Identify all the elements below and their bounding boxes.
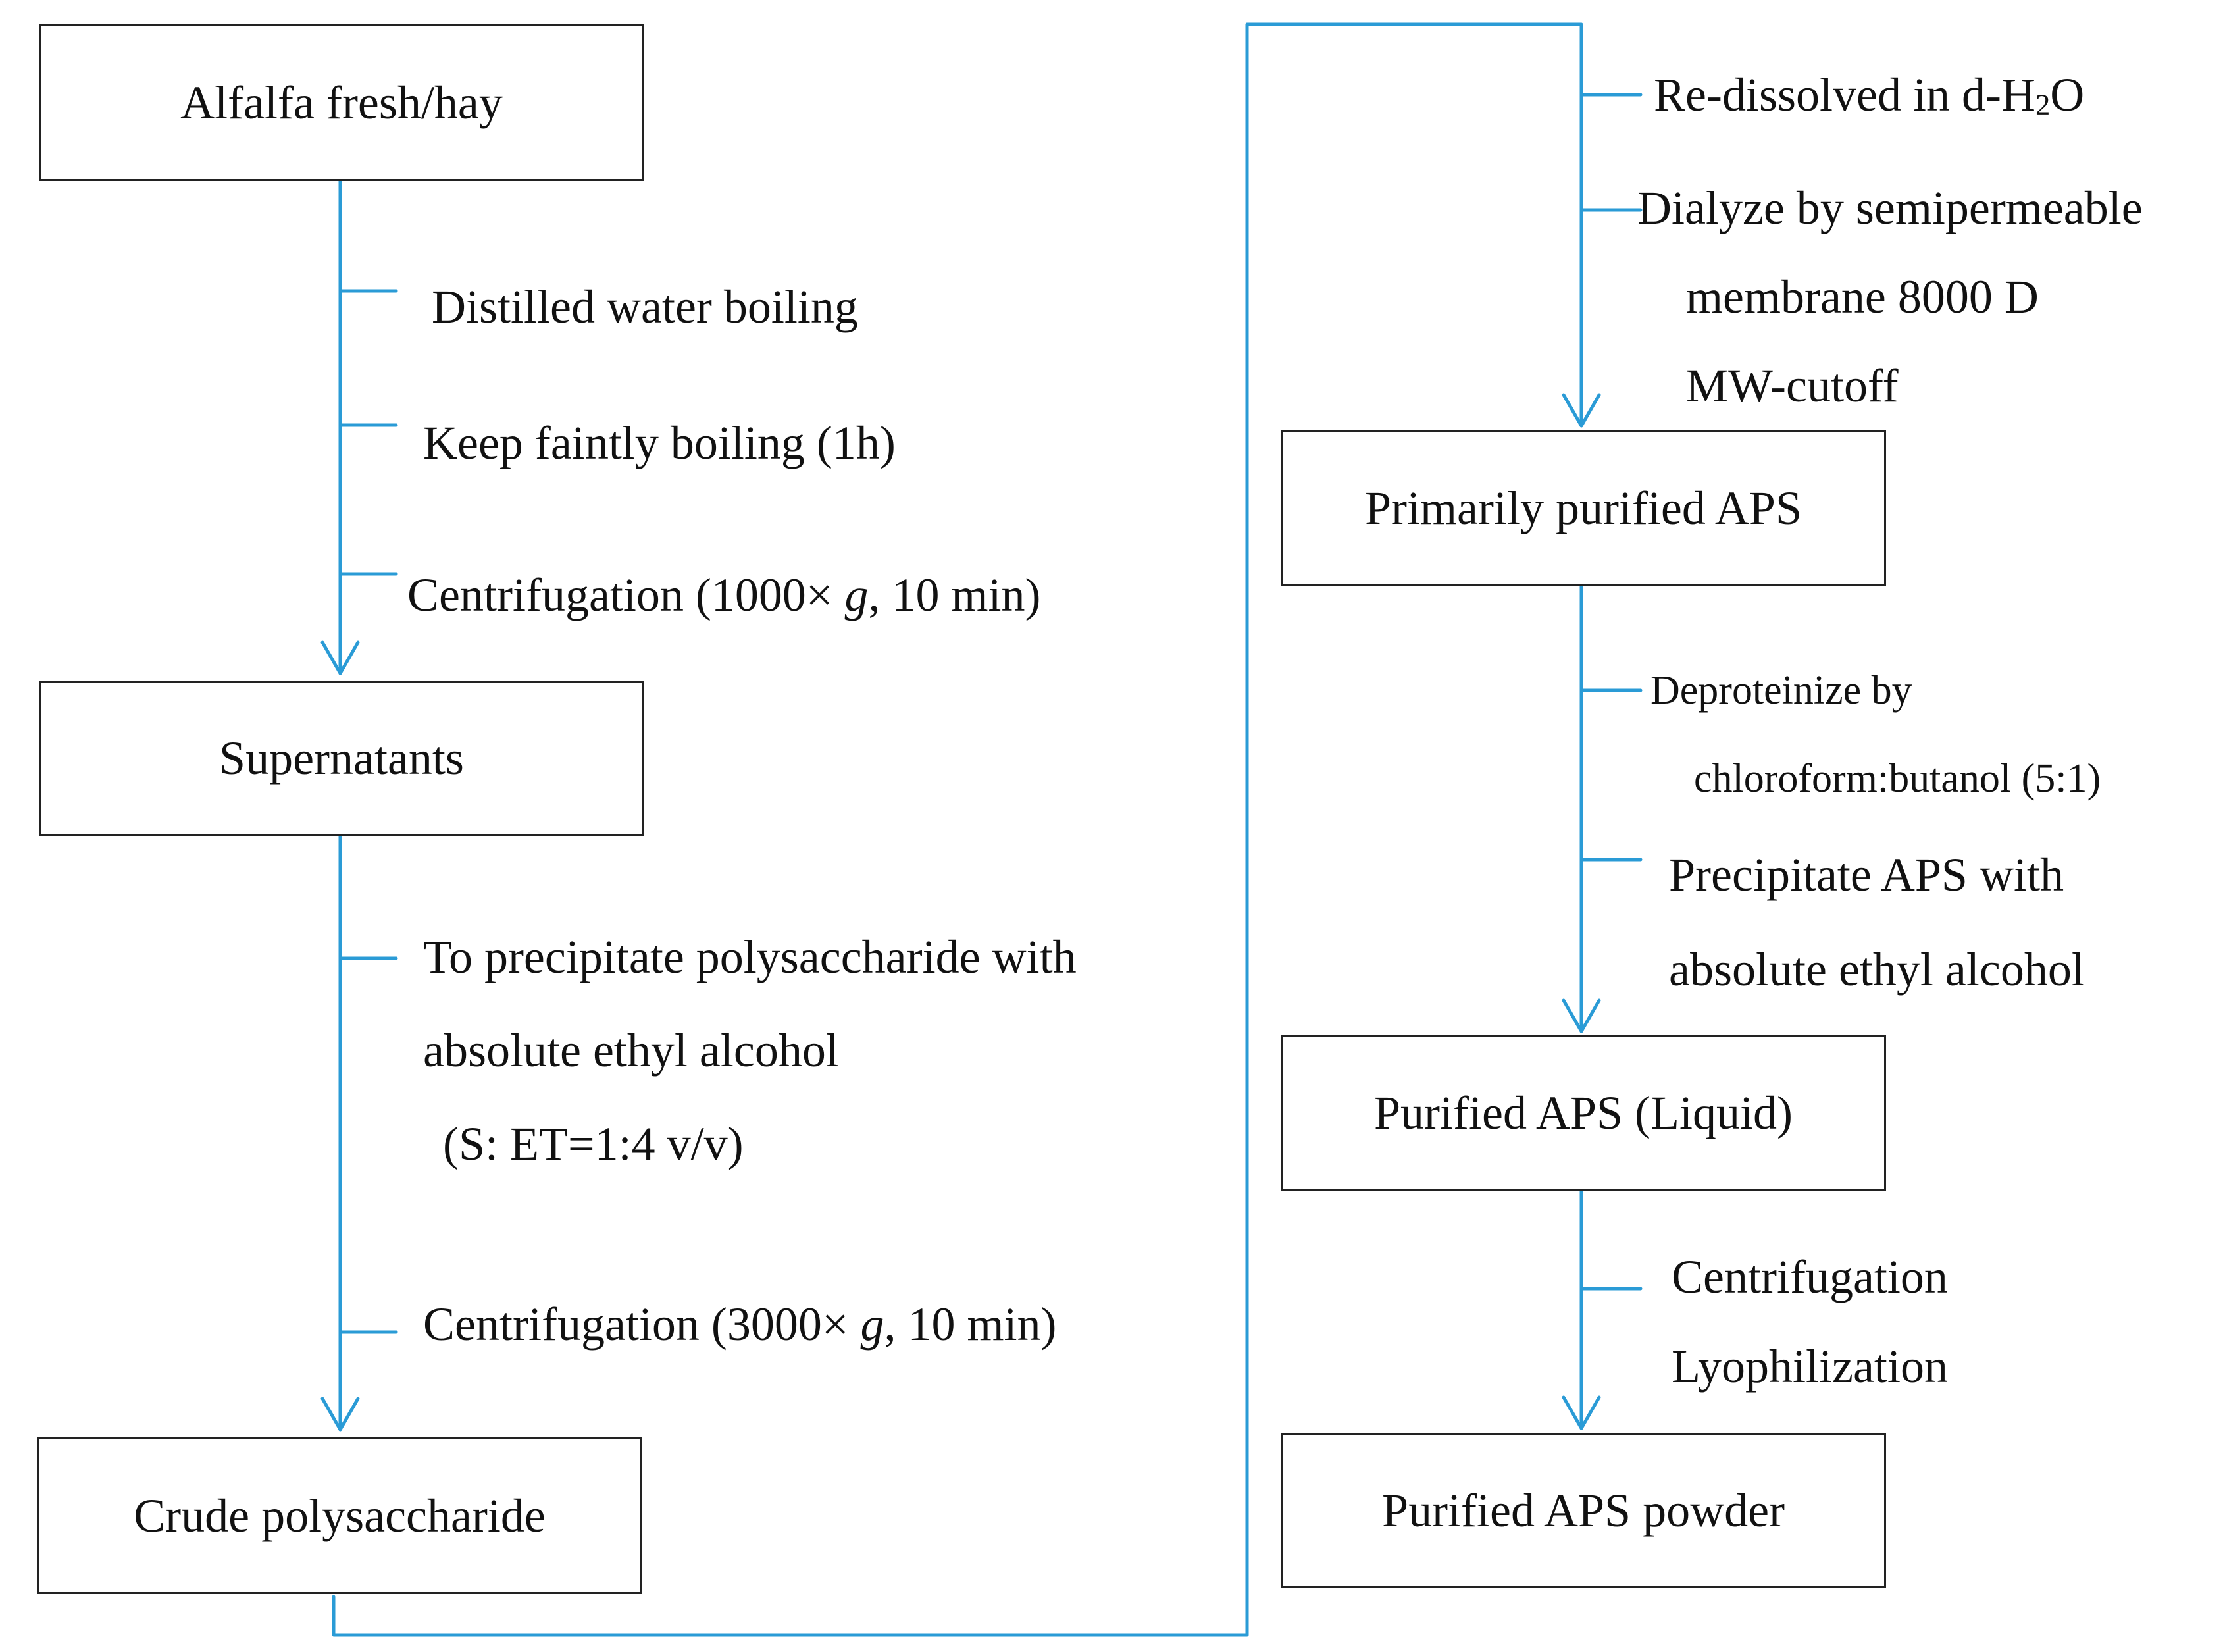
node-primarily-purified-label: Primarily purified APS: [1365, 481, 1802, 534]
step-distilled-water: Distilled water boiling: [432, 280, 858, 333]
step-precipitate-line3: (S: ET=1:4 v/v): [443, 1118, 744, 1170]
node-supernatants: Supernatants: [39, 681, 644, 836]
arrowhead-supernatants: [320, 640, 360, 675]
node-alfalfa-label: Alfalfa fresh/hay: [180, 76, 503, 129]
step-precipitate-aps-line1: Precipitate APS with: [1669, 848, 2064, 901]
step-precipitate-line2: absolute ethyl alcohol: [423, 1024, 839, 1077]
node-purified-powder-label: Purified APS powder: [1382, 1484, 1785, 1537]
node-crude-polysaccharide: Crude polysaccharide: [37, 1437, 642, 1594]
node-alfalfa: Alfalfa fresh/hay: [39, 24, 644, 181]
step-precipitate-line1: To precipitate polysaccharide with: [423, 931, 1077, 983]
step-redissolve-prefix: Re-dissolved in d-H: [1654, 68, 2035, 121]
step-centrifugation-2: Centrifugation (3000× g, 10 min): [423, 1301, 1056, 1348]
step-dialyze-line1: Dialyze by semipermeable: [1637, 182, 2143, 234]
node-purified-powder: Purified APS powder: [1281, 1433, 1886, 1588]
step-centrifugation-1: Centrifugation (1000× g, 10 min): [407, 571, 1040, 619]
node-supernatants-label: Supernatants: [219, 731, 464, 785]
arrowhead-primarily-purified: [1562, 393, 1601, 428]
step-deproteinize-line2: chloroform:butanol (5:1): [1694, 756, 2101, 801]
node-purified-liquid-label: Purified APS (Liquid): [1373, 1086, 1793, 1139]
arrowhead-purified-powder: [1562, 1395, 1601, 1430]
step-centrifugation-1-prefix: Centrifugation (1000×: [407, 569, 845, 621]
step-redissolve: Re-dissolved in d-H2O: [1654, 71, 2084, 119]
step-centrifugation-2-g: g: [860, 1298, 884, 1351]
node-primarily-purified: Primarily purified APS: [1281, 430, 1886, 586]
step-centrifugation-1-suffix: , 10 min): [868, 569, 1041, 621]
node-purified-liquid: Purified APS (Liquid): [1281, 1035, 1886, 1191]
step-keep-boiling: Keep faintly boiling (1h): [423, 417, 896, 469]
step-dialyze-line2: membrane 8000 D: [1686, 271, 2039, 323]
arrowhead-crude: [320, 1397, 360, 1432]
connector-loop: [332, 22, 1583, 1637]
step-final-line1: Centrifugation: [1672, 1251, 1948, 1303]
step-redissolve-subscript: 2: [2035, 88, 2051, 121]
step-deproteinize-line1: Deproteinize by: [1650, 668, 1912, 713]
node-crude-label: Crude polysaccharide: [134, 1489, 546, 1542]
step-redissolve-suffix: O: [2050, 68, 2085, 121]
step-centrifugation-2-suffix: , 10 min): [884, 1298, 1057, 1351]
step-centrifugation-2-prefix: Centrifugation (3000×: [423, 1298, 861, 1351]
step-centrifugation-1-g: g: [844, 569, 869, 621]
step-dialyze-line3: MW-cutoff: [1686, 359, 1899, 412]
step-final-line2: Lyophilization: [1672, 1340, 1948, 1393]
arrowhead-purified-liquid: [1562, 998, 1601, 1033]
step-precipitate-aps-line2: absolute ethyl alcohol: [1669, 943, 2085, 996]
